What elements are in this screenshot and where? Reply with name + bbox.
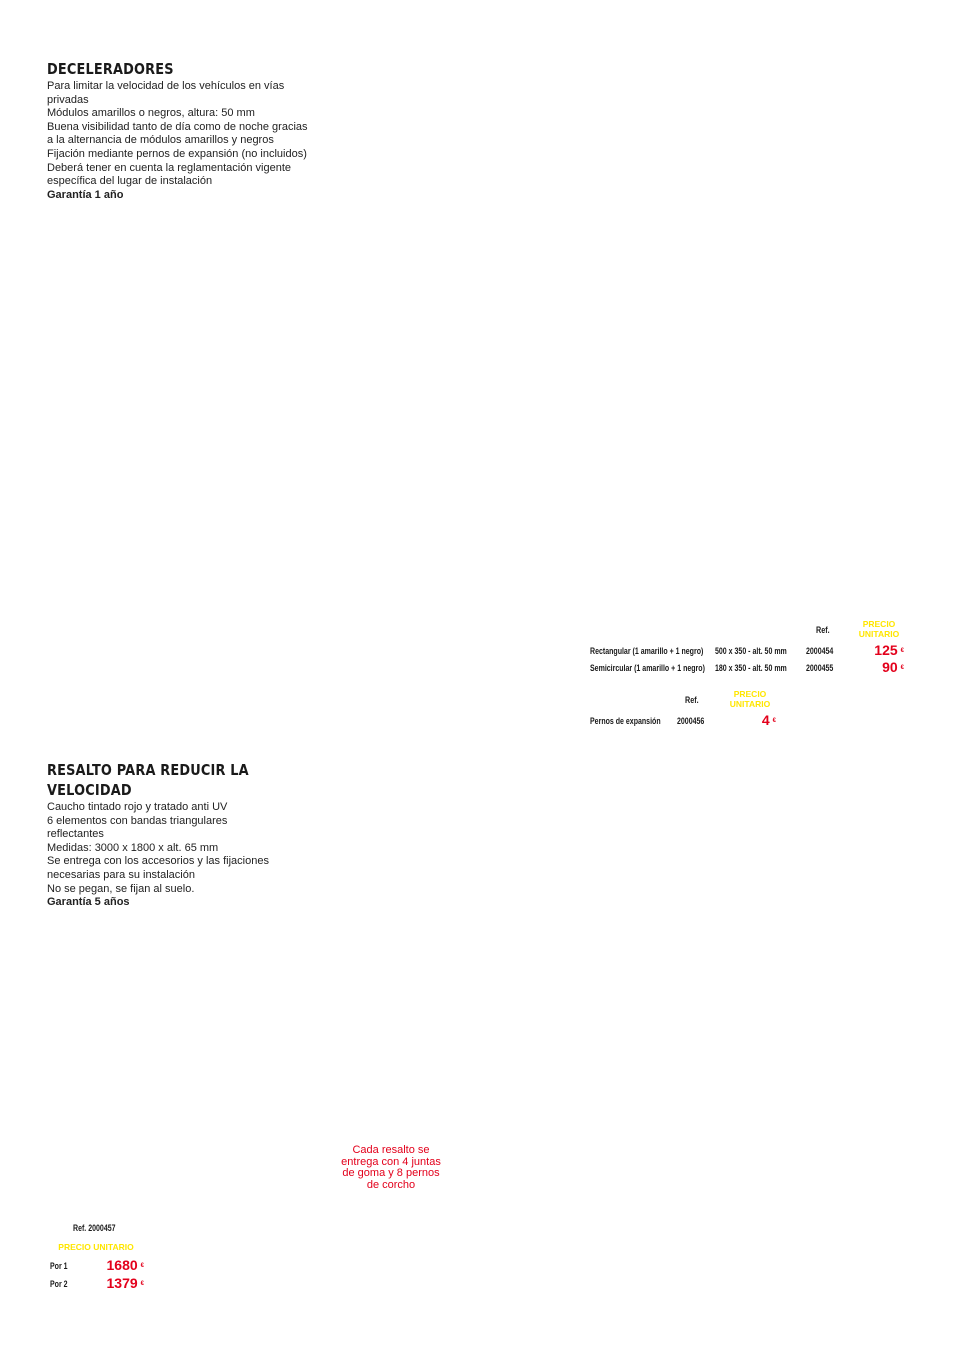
section-description: Para limitar la velocidad de los vehícul… [47,80,308,202]
row-ref: 2000456 [677,716,705,726]
description-line: Fijación mediante pernos de expansión (n… [47,147,307,160]
qty-label: Por 1 [50,1261,68,1271]
row-name: Semicircular (1 amarillo + 1 negro) [590,663,705,673]
row-dims: 500 x 350 - alt. 50 mm [715,646,787,656]
qty-label: Por 2 [50,1279,68,1289]
description-line: No se pegan, se fijan al suelo. [47,882,195,895]
row-name: Rectangular (1 amarillo + 1 negro) [590,646,704,656]
section-title-line: VELOCIDAD [47,781,132,799]
row-price: 90€ [882,659,904,675]
description-line: Módulos amarillos o negros, altura: 50 m… [47,107,255,120]
description-line: Se entrega con los accesorios y las fija… [47,855,269,868]
row-name: Pernos de expansión [590,716,661,726]
description-line: reflectantes [47,828,104,841]
header-ref: Ref. [685,695,699,705]
description-line: Deberá tener en cuenta la reglamentación… [47,161,291,174]
description-line: necesarias para su instalación [47,868,195,881]
section-title-resalto: RESALTO PARA REDUCIR LA VELOCIDAD [47,760,282,800]
row-ref: 2000454 [806,646,834,656]
description-line: a la alternancia de módulos amarillos y … [47,134,274,147]
description-line: Buena visibilidad tanto de día como de n… [47,120,308,133]
row-price: 4€ [761,712,776,728]
description-line: privadas [47,93,89,106]
description-line: específica del lugar de instalación [47,175,213,188]
section-title-line: RESALTO PARA REDUCIR LA [47,761,249,779]
description-line: 6 elementos con bandas triangulares [47,814,228,827]
header-precio-unitario: PRECIO UNITARIO [729,689,771,709]
header-ref: Ref. [816,625,830,635]
header-precio-unitario: PRECIO UNITARIO [858,619,900,639]
section-title-deceleradores: DECELERADORES [47,60,174,78]
ref-label: Ref. 2000457 [73,1223,116,1233]
header-precio-unitario: PRECIO UNITARIO [58,1242,134,1252]
row-price: 1379€ [106,1275,145,1291]
row-dims: 180 x 350 - alt. 50 mm [715,663,787,673]
section-description: Caucho tintado rojo y tratado anti UV 6 … [47,801,269,910]
description-line: Medidas: 3000 x 1800 x alt. 65 mm [47,841,219,854]
description-line: Para limitar la velocidad de los vehícul… [47,80,285,92]
accessories-note: Cada resalto se entrega con 4 juntas de … [341,1144,441,1191]
description-line: Caucho tintado rojo y tratado anti UV [47,801,228,813]
warranty-text: Garantía 1 año [47,188,124,201]
row-ref: 2000455 [806,663,834,673]
row-price: 1680€ [106,1257,145,1273]
row-price: 125€ [874,642,904,658]
warranty-text: Garantía 5 años [47,896,130,909]
